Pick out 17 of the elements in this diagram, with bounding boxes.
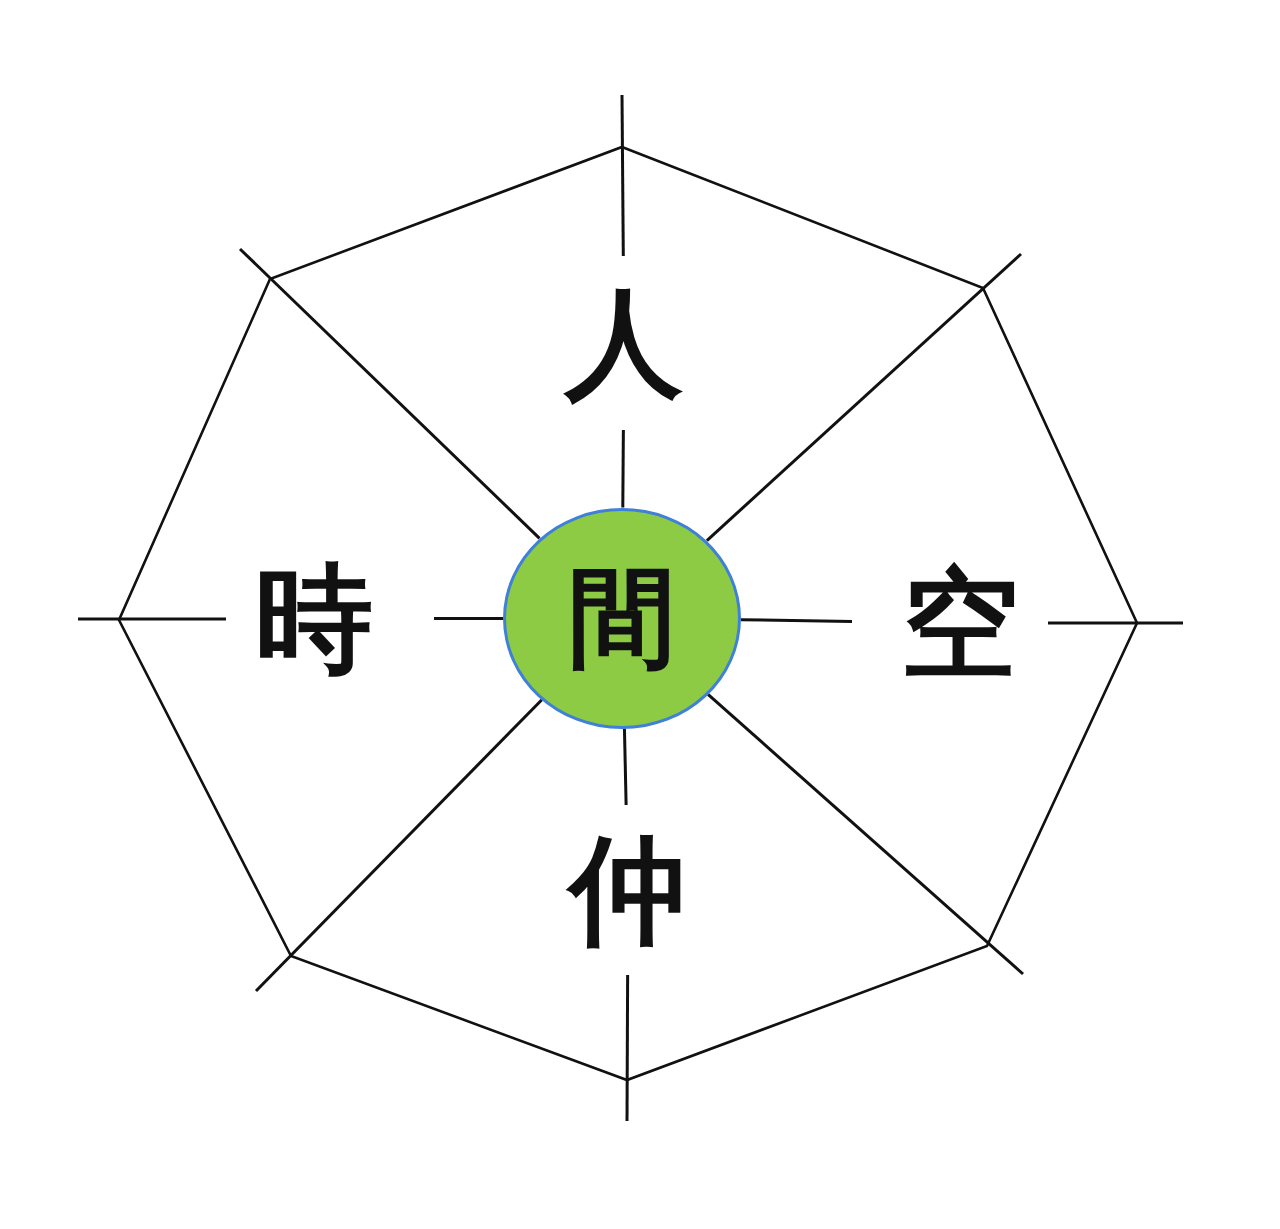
spoke-line (705, 252, 1022, 542)
kanji-label: 人 (564, 283, 684, 403)
spoke-line (238, 247, 541, 540)
spoke-line (740, 618, 853, 623)
spoke-line (625, 975, 630, 1121)
spoke-line (620, 95, 625, 256)
spoke-line (434, 616, 503, 621)
kanji-label: 仲 (568, 830, 688, 950)
spoke-line (1048, 621, 1183, 625)
spoke-line (254, 698, 543, 993)
spoke-line (622, 728, 628, 806)
spoke-line (707, 693, 1024, 976)
kanji-label: 空 (900, 563, 1020, 683)
kanji-label: 時 (254, 559, 374, 679)
hub-circle: 間 (503, 507, 741, 729)
spoke-line (78, 617, 226, 621)
spoke-line (621, 430, 625, 508)
